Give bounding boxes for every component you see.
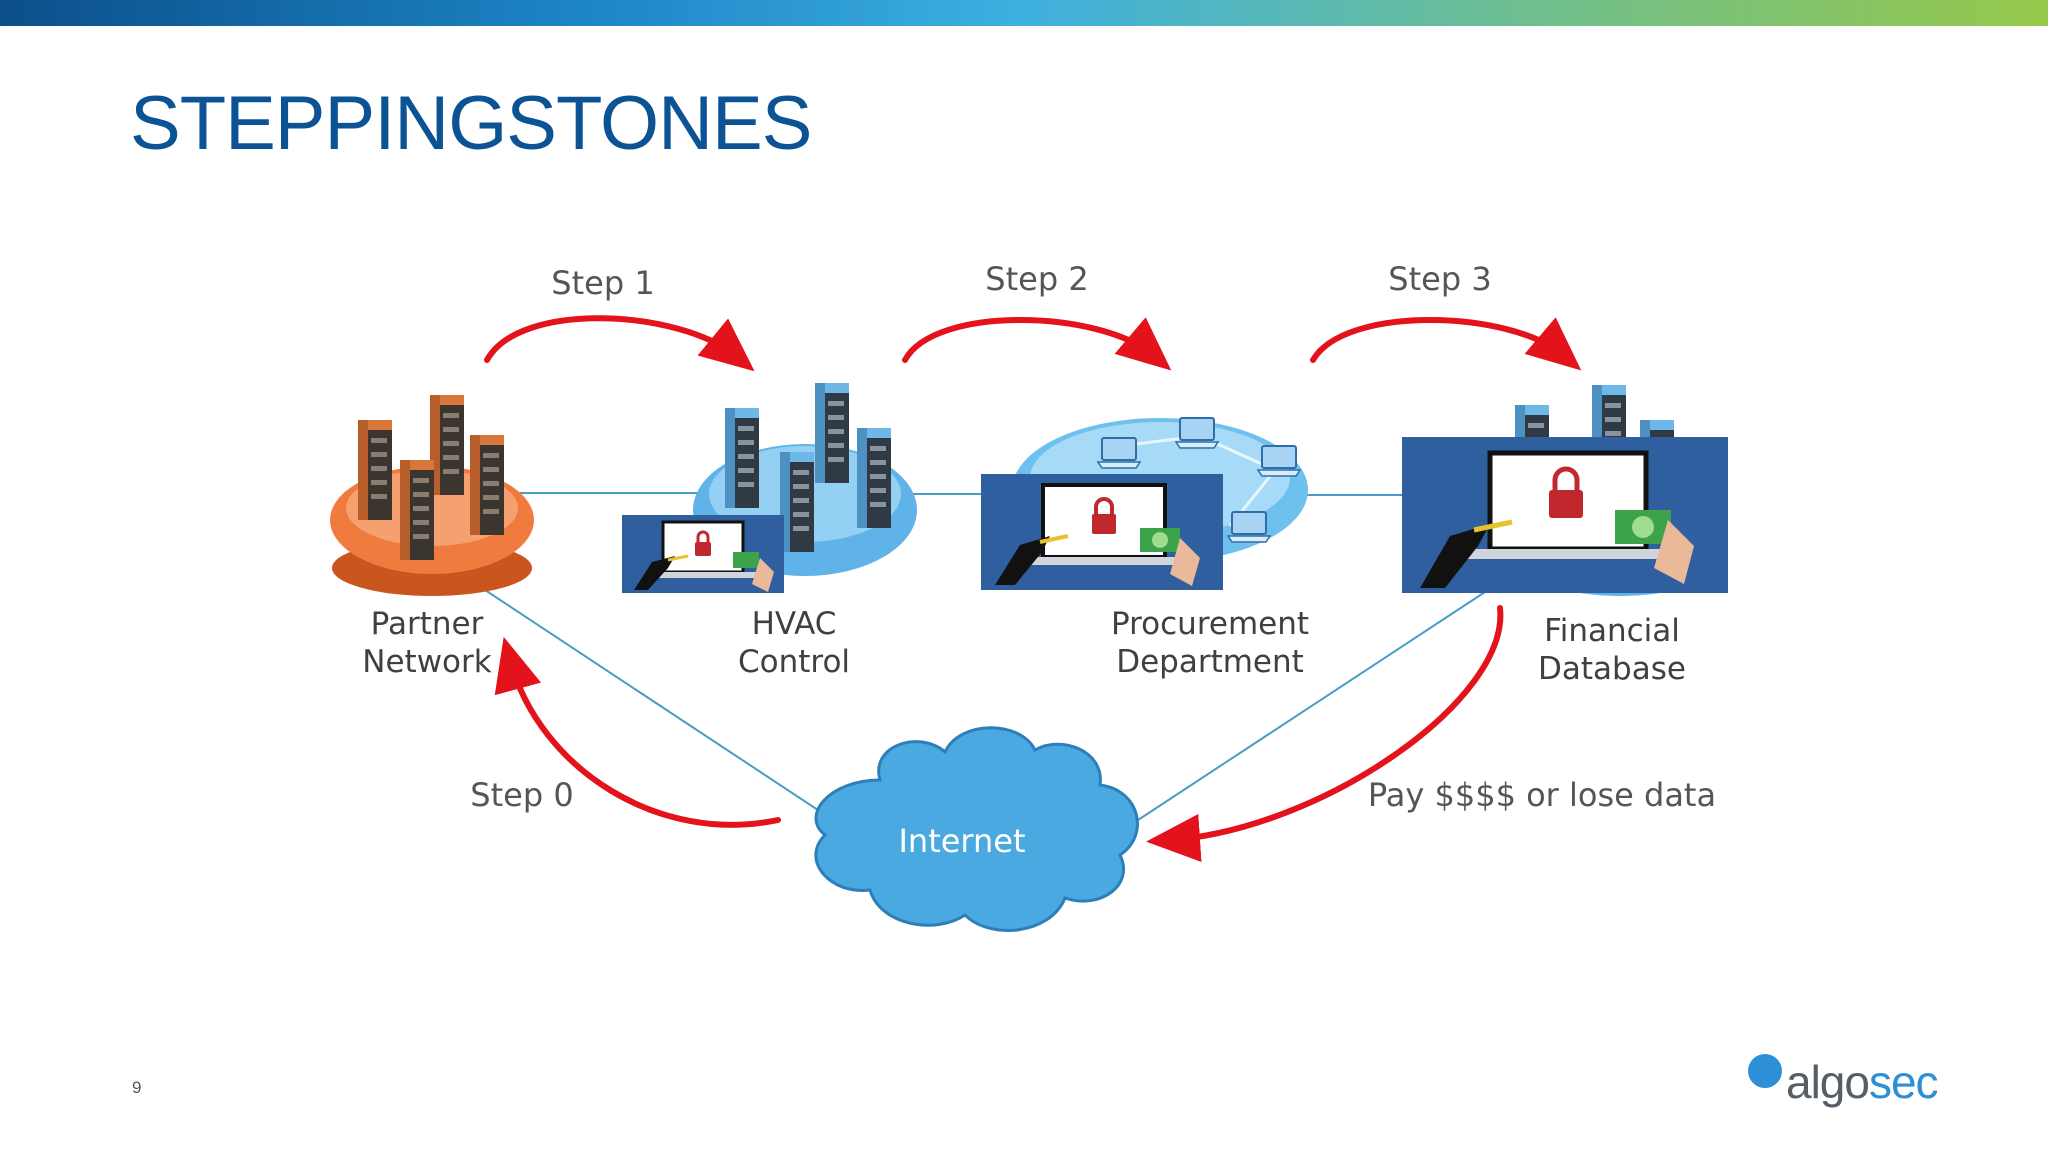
procurement-department-node xyxy=(981,417,1308,590)
ransom-panel-large xyxy=(1402,437,1728,593)
procurement-label-line1: Procurement xyxy=(1111,606,1309,642)
server-rack-icon xyxy=(780,452,814,552)
financial-label-line1: Financial xyxy=(1544,613,1680,649)
arrow-step-1 xyxy=(484,315,755,372)
padlock-icon xyxy=(1549,490,1583,518)
algosec-logo: algosec xyxy=(1748,1050,1939,1116)
partner-network-node xyxy=(330,395,534,596)
cash-icon xyxy=(733,552,759,568)
arrow-step-2 xyxy=(902,317,1172,371)
cloud-icon xyxy=(814,726,1139,932)
server-rack-icon xyxy=(725,408,759,508)
procurement-label-line2: Department xyxy=(1116,644,1304,680)
partner-label-line1: Partner xyxy=(371,606,484,642)
server-rack-icon xyxy=(470,435,504,535)
link-financial-internet xyxy=(1134,591,1486,823)
top-accent-bar xyxy=(0,0,2048,26)
server-rack-icon xyxy=(857,428,891,528)
laptop-icon xyxy=(1175,417,1219,449)
step-labels: Step 1 Step 2 Step 3 Step 0 Pay $$$$ or … xyxy=(470,260,1716,814)
server-rack-icon xyxy=(400,460,434,560)
hvac-label-line1: HVAC xyxy=(752,606,837,642)
financial-database-node xyxy=(1402,385,1728,596)
step-arrows xyxy=(484,315,1582,862)
laptop-icon xyxy=(1257,445,1301,477)
node-labels: Partner Network HVAC Control Procurement… xyxy=(362,606,1686,687)
padlock-icon xyxy=(1092,514,1116,534)
page-number: 9 xyxy=(132,1078,142,1097)
step-1-label: Step 1 xyxy=(551,264,654,302)
slide-title: STEPPINGSTONES xyxy=(130,81,812,166)
laptop-icon xyxy=(1097,437,1141,469)
key-icon xyxy=(1473,519,1513,533)
step-3-label: Step 3 xyxy=(1388,260,1491,298)
internet-label: Internet xyxy=(898,822,1025,860)
step-0-label: Step 0 xyxy=(470,776,573,814)
connection-lines xyxy=(484,492,1486,823)
hvac-control-node xyxy=(622,383,917,593)
logo-mark-icon xyxy=(1748,1054,1782,1088)
laptop-icon xyxy=(1227,511,1271,543)
server-rack-icon xyxy=(430,395,464,495)
key-icon xyxy=(1039,534,1069,544)
logo-text: algosec xyxy=(1786,1054,1939,1110)
logo-text-part2: sec xyxy=(1868,1056,1939,1108)
arrow-step-0 xyxy=(494,636,781,828)
link-partner-internet xyxy=(484,589,831,819)
server-rack-icon xyxy=(358,420,392,520)
internet-cloud: Internet xyxy=(814,726,1139,932)
key-icon xyxy=(667,554,689,562)
arrow-step-3 xyxy=(1310,317,1582,371)
hvac-label-line2: Control xyxy=(738,644,850,680)
financial-label-line2: Database xyxy=(1538,651,1686,687)
server-rack-icon xyxy=(815,383,849,483)
ransom-panel-medium xyxy=(981,474,1223,590)
padlock-icon xyxy=(695,542,711,556)
step-2-label: Step 2 xyxy=(985,260,1088,298)
logo-text-part1: algo xyxy=(1786,1056,1870,1108)
arrow-ransom xyxy=(1146,605,1504,862)
ransom-label: Pay $$$$ or lose data xyxy=(1368,776,1716,814)
ransom-panel-small xyxy=(622,515,784,593)
partner-label-line2: Network xyxy=(362,644,491,680)
